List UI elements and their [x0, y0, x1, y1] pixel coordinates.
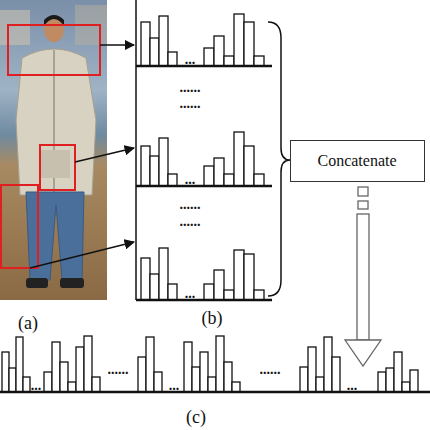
ellipsis-mark: ......: [260, 363, 281, 377]
histogram-bar: [224, 174, 234, 186]
histogram-bar: [2, 352, 9, 392]
histogram-bar: [208, 377, 216, 392]
histogram-bar: [92, 377, 100, 392]
histogram-bar: [141, 146, 150, 186]
histogram-bar: [23, 377, 30, 392]
histogram-bar: [300, 367, 308, 392]
histogram-bar: [16, 337, 23, 392]
panel-label: (a): [18, 314, 38, 332]
histogram-baseline: [136, 65, 272, 68]
histogram-bar: [234, 132, 244, 186]
histogram-baseline: [0, 391, 430, 394]
histogram-bar: [150, 156, 159, 186]
histogram-bar: [141, 22, 150, 66]
histogram-bar: [204, 48, 214, 66]
histogram-bar: [200, 352, 208, 392]
histogram-bar: [332, 357, 340, 392]
histogram-bar: [308, 347, 316, 392]
histogram-bar: [141, 258, 150, 300]
histogram-bar: [150, 38, 159, 66]
histogram-bar: [214, 36, 224, 66]
histogram-bar: [244, 22, 254, 66]
histogram-bar: [168, 284, 177, 300]
histogram-bar: [234, 14, 244, 66]
histogram-bar: [204, 166, 214, 186]
panel-label: (b): [202, 309, 223, 327]
histogram-bar: [324, 337, 332, 392]
concatenated-histogram: [0, 336, 430, 392]
histogram-bar: [159, 248, 168, 300]
histogram-bar: [154, 372, 162, 392]
histogram-bar: [76, 347, 84, 392]
histogram-bar: [150, 274, 159, 300]
ellipsis-mark: ...: [169, 379, 180, 393]
histogram-bar: [146, 337, 154, 392]
histogram-bar: [204, 284, 214, 300]
histogram-bar: [254, 56, 264, 66]
histogram-bar: [244, 146, 254, 186]
histogram-bar: [254, 290, 264, 300]
histogram-baseline: [136, 299, 272, 302]
histogram-baseline: [136, 185, 272, 188]
person-photo: [0, 0, 107, 300]
histogram-bar: [9, 368, 16, 392]
histogram-bar: [214, 158, 224, 186]
brace: [268, 22, 290, 296]
histogram-bar: [224, 56, 234, 66]
axis-line: [135, 0, 137, 300]
ellipsis-mark: ......: [108, 363, 129, 377]
panel-label: (c): [186, 408, 206, 426]
histogram-bar: [378, 372, 386, 392]
histogram-bar: [60, 362, 68, 392]
histogram-bar: [394, 352, 402, 392]
histogram-bar: [192, 367, 200, 392]
histogram-bar: [234, 250, 244, 300]
ellipsis-mark: ......: [180, 215, 201, 229]
histogram-bar: [254, 174, 264, 186]
histogram-bar: [244, 254, 254, 300]
histogram-bar: [68, 382, 76, 392]
histogram-bar: [184, 342, 192, 392]
histogram-bar: [214, 270, 224, 300]
histogram-bar: [410, 370, 418, 392]
ellipsis-mark: ...: [347, 379, 358, 393]
histogram-bar: [52, 342, 60, 392]
region-histograms: [136, 14, 272, 300]
ellipsis-mark: ......: [180, 97, 201, 111]
histogram-bar: [232, 382, 240, 392]
histogram-bar: [159, 16, 168, 66]
histogram-bar: [316, 377, 324, 392]
process-box: Concatenate: [290, 140, 425, 182]
histogram-bar: [168, 52, 177, 66]
histogram-bar: [386, 368, 394, 392]
ellipsis-mark: ...: [185, 173, 196, 187]
ellipsis-mark: ......: [180, 81, 201, 95]
ellipsis-mark: ......: [180, 198, 201, 212]
ellipsis-mark: ...: [31, 379, 42, 393]
concatenate-arrow: [345, 187, 381, 366]
histogram-bar: [84, 336, 92, 392]
region-arrows: [30, 45, 134, 268]
histogram-bar: [224, 290, 234, 300]
histogram-bar: [44, 372, 52, 392]
histogram-bar: [216, 336, 224, 392]
box-label: Concatenate: [317, 151, 396, 170]
ellipsis-mark: ...: [185, 53, 196, 67]
histogram-bar: [168, 174, 177, 186]
histogram-bar: [402, 382, 410, 392]
ellipsis-mark: ...: [185, 287, 196, 301]
histogram-bar: [159, 138, 168, 186]
histogram-bar: [224, 362, 232, 392]
histogram-bar: [138, 357, 146, 392]
